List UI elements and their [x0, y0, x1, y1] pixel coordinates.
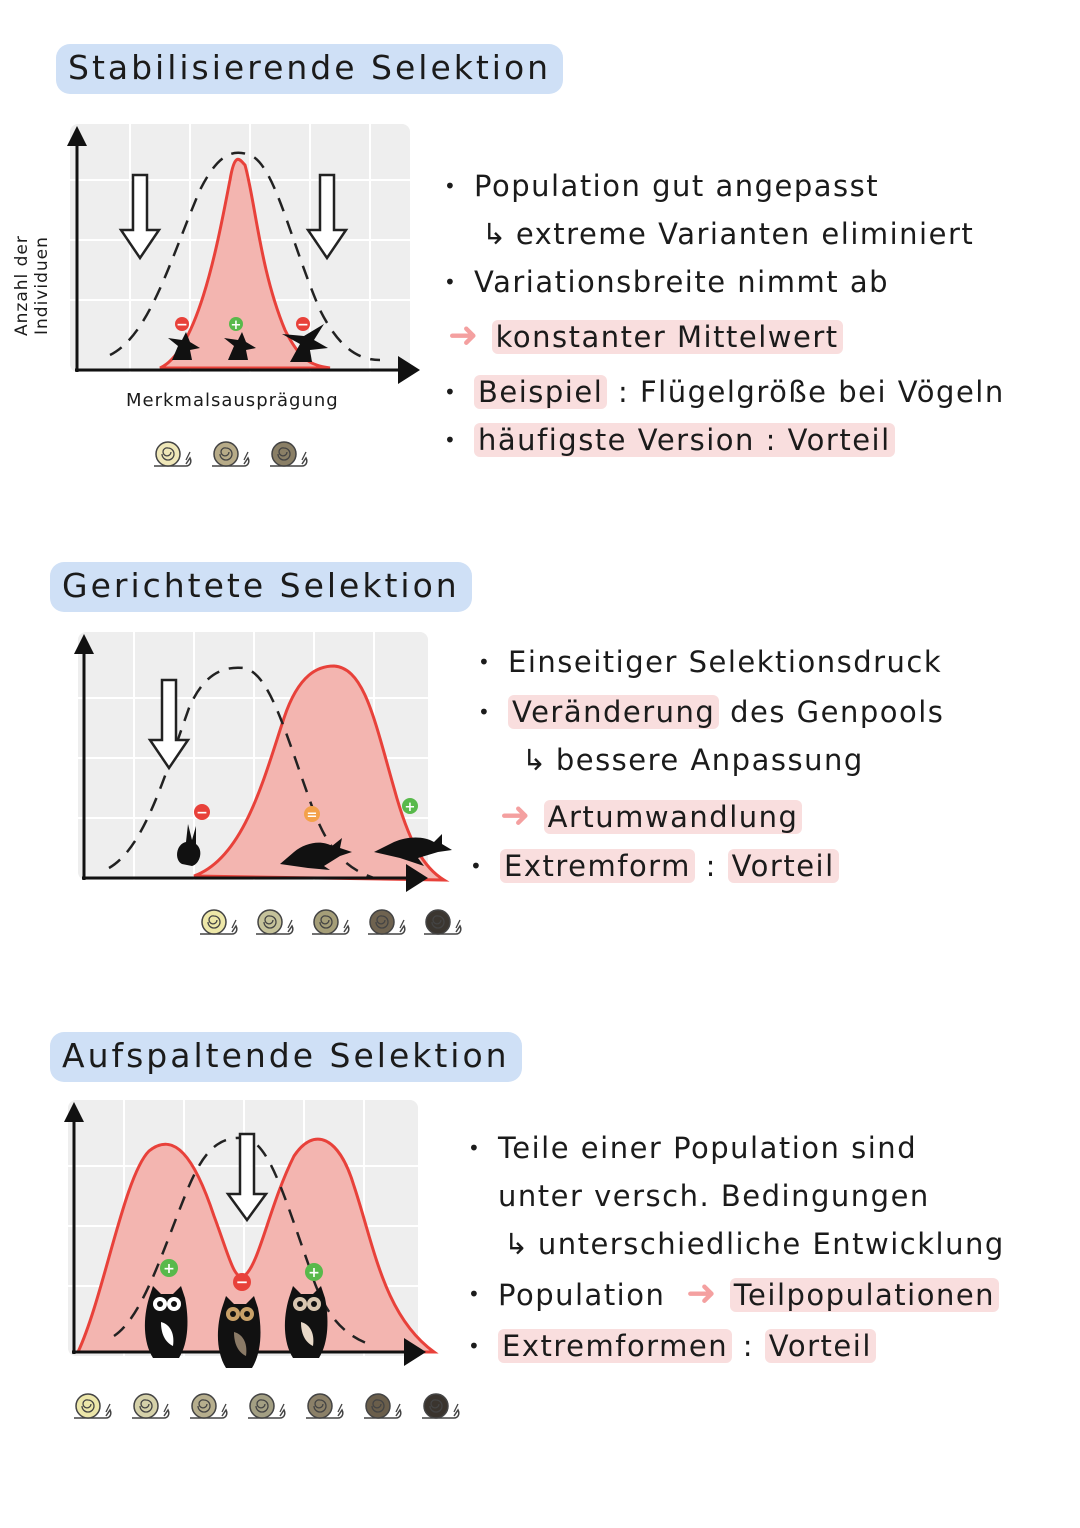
selection-pressure-arrow: [225, 1132, 269, 1223]
note-extremes-value: Vorteil: [764, 1329, 876, 1363]
note-example-key: Beispiel: [474, 375, 608, 409]
svg-text:−: −: [297, 317, 309, 333]
snail-icon: [364, 1393, 402, 1419]
snail-icon: [200, 909, 238, 935]
snail-icon: [190, 1393, 228, 1419]
note-different-development: unterschiedliche Entwicklung: [537, 1227, 1005, 1261]
disruptive-curve-chart: + − +: [64, 1100, 439, 1368]
fitness-markers: + − +: [160, 1259, 323, 1291]
note-extreme-key: Extremform: [500, 849, 695, 883]
original-distribution-curve: [108, 666, 375, 880]
snail-row: [150, 438, 330, 472]
note-extremes-key: Extremformen: [498, 1329, 733, 1363]
bird-icon: [168, 324, 328, 362]
disruptive-graph: + − +: [54, 1096, 444, 1386]
svg-text:+: +: [163, 1261, 175, 1277]
rabbit-icon: [177, 824, 452, 870]
selection-pressure-arrow-left: [118, 173, 162, 261]
note-example-value: Flügelgröße bei Vögeln: [640, 375, 1005, 409]
stabilizing-graph: − + −: [60, 120, 430, 390]
snail-icon: [270, 441, 308, 467]
note-population: Population: [498, 1278, 666, 1312]
note-result: Artumwandlung: [543, 800, 803, 834]
fitness-markers: − = +: [194, 798, 418, 823]
narrow-curve: [159, 157, 331, 370]
note-one-sided-pressure: Einseitiger Selektionsdruck: [508, 645, 943, 679]
section-title: Stabilisierende Selektion: [56, 44, 564, 94]
selection-pressure-arrow-right: [305, 173, 349, 261]
directional-curve-chart: − = +: [74, 632, 452, 892]
snail-icon: [368, 909, 406, 935]
snail-icon: [424, 909, 462, 935]
note-extreme-value: Vorteil: [727, 849, 839, 883]
note-parts-of-population: Teile einer Population sind: [498, 1131, 918, 1165]
directional-graph: − = +: [64, 628, 454, 898]
section-title: Aufspaltende Selektion: [50, 1032, 522, 1082]
arrow-right-icon: ➜: [500, 795, 532, 836]
fitness-markers: − + −: [175, 317, 310, 333]
snail-row: [70, 1390, 470, 1424]
snail-icon: [154, 441, 192, 467]
arrow-right-icon: ➜: [686, 1273, 718, 1314]
snail-row: [196, 906, 466, 940]
note-most-common-advantage: häufigste Version : Vorteil: [474, 423, 895, 457]
svg-text:−: −: [236, 1273, 249, 1291]
arrow-right-icon: ➜: [448, 315, 480, 356]
snail-icon: [74, 1393, 112, 1419]
note-change-key: Veränderung: [508, 695, 720, 729]
note-variation-decreases: Variationsbreite nimmt ab: [474, 265, 889, 299]
owl-icon: [144, 1286, 328, 1368]
x-axis-label: Merkmalsausprägung: [126, 390, 339, 411]
snail-icon: [312, 909, 350, 935]
svg-text:+: +: [231, 318, 242, 333]
snail-icon: [132, 1393, 170, 1419]
note-better-adaptation: bessere Anpassung: [555, 743, 864, 777]
shifted-curve: [193, 664, 450, 882]
note-extremes-eliminated: extreme Varianten eliminiert: [515, 217, 975, 251]
note-population-adapted: Population gut angepasst: [474, 169, 880, 203]
stabilizing-curve-chart: − + −: [67, 124, 420, 384]
svg-text:+: +: [308, 1265, 320, 1281]
snail-icon: [256, 909, 294, 935]
section-title: Gerichtete Selektion: [50, 562, 472, 612]
svg-text:−: −: [176, 317, 188, 333]
snail-icon: [422, 1393, 460, 1419]
snail-icon: [248, 1393, 286, 1419]
snail-icon: [212, 441, 250, 467]
snail-icon: [306, 1393, 344, 1419]
note-subpopulations: Teilpopulationen: [729, 1278, 1000, 1312]
svg-text:+: +: [405, 800, 416, 815]
svg-text:=: =: [307, 808, 318, 823]
note-result: konstanter Mittelwert: [491, 320, 843, 354]
svg-text:−: −: [196, 805, 208, 821]
note-different-conditions: unter versch. Bedingungen: [498, 1179, 930, 1213]
selection-pressure-arrow: [147, 678, 191, 771]
